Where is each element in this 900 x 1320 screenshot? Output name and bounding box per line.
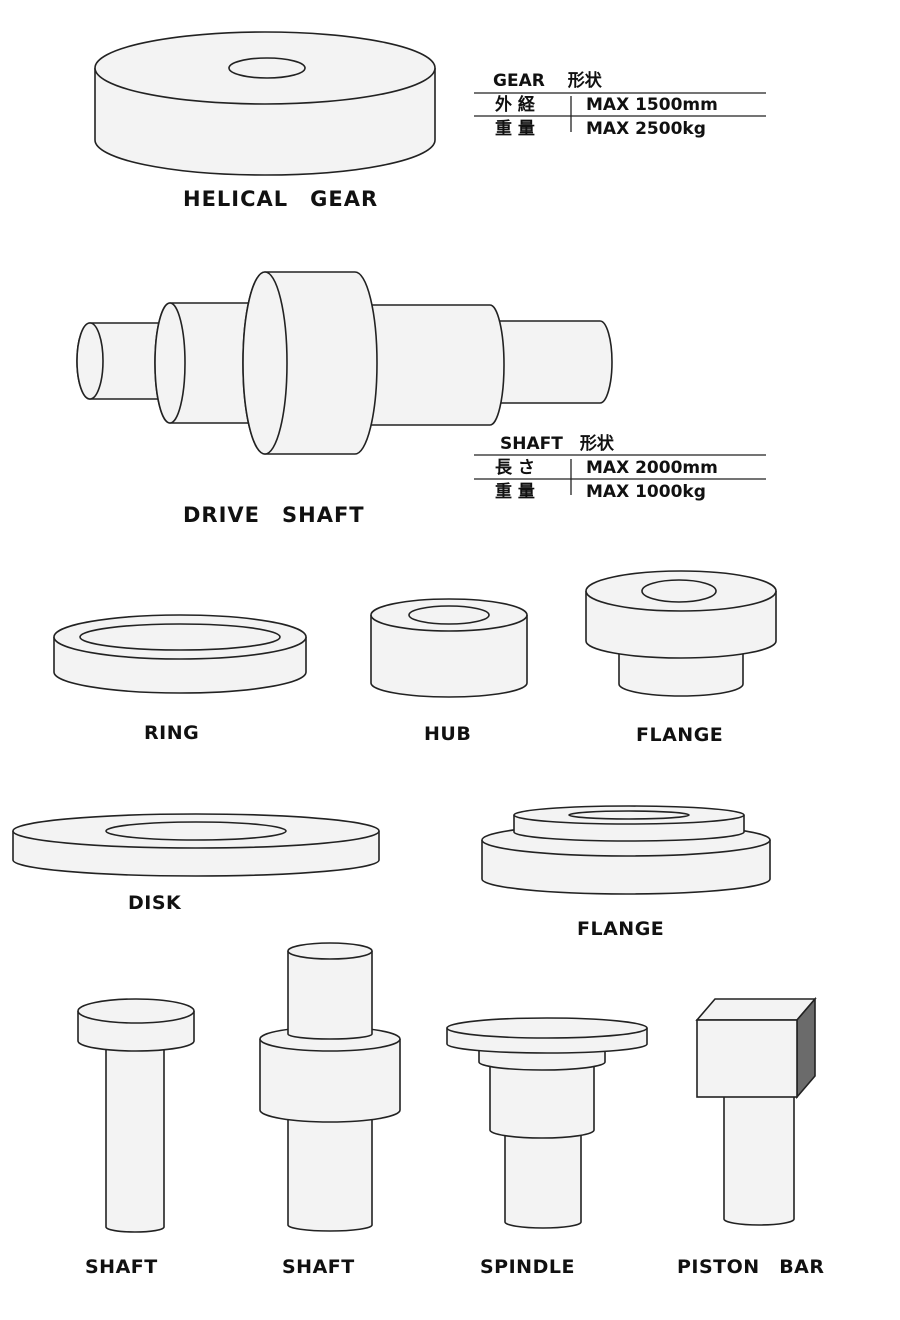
ring-drawing [53,614,307,694]
gear-spec-key-diameter: 外 経 [495,94,536,115]
helical-gear-label: HELICAL GEAR [183,187,378,211]
shaft-spec-key-length: 長 さ [495,458,535,478]
shaft-spec-value-weight: MAX 1000kg [586,482,706,502]
helical-gear-drawing [94,31,436,176]
shaft-1-label: SHAFT [85,1256,158,1278]
shaft-spec-title: SHAFT 形状 [500,433,615,454]
shaft-2-label: SHAFT [282,1256,355,1278]
ring-label: RING [144,722,199,744]
gear-spec-table: GEAR 形状 外 経 MAX 1500mm 重 量 MAX 2500kg [474,70,766,139]
drive-shaft-drawing [76,271,613,455]
piston-bar-drawing [695,996,817,1226]
shaft-spec-value-length: MAX 2000mm [586,458,718,478]
gear-spec-value-weight: MAX 2500kg [586,119,706,139]
gear-spec-key-weight: 重 量 [495,118,535,139]
shaft-2-drawing [259,942,401,1232]
gear-spec-value-diameter: MAX 1500mm [586,95,718,115]
flange-2-label: FLANGE [577,918,664,940]
hub-drawing [370,598,528,698]
gear-spec-title: GEAR 形状 [493,70,603,91]
spindle-label: SPINDLE [480,1256,575,1278]
shaft-1-drawing [77,998,195,1233]
piston-bar-label: PISTON BAR [677,1256,825,1278]
spindle-drawing [446,1017,648,1229]
flange-2-drawing [481,805,771,895]
hub-label: HUB [424,723,471,745]
flange-1-label: FLANGE [636,724,723,746]
shaft-spec-key-weight: 重 量 [495,481,535,502]
disk-label: DISK [128,892,182,914]
drive-shaft-label: DRIVE SHAFT [183,503,365,527]
shaft-spec-table: SHAFT 形状 長 さ MAX 2000mm 重 量 MAX 1000kg [474,433,766,502]
flange-1-drawing [585,570,777,697]
disk-drawing [12,813,380,877]
